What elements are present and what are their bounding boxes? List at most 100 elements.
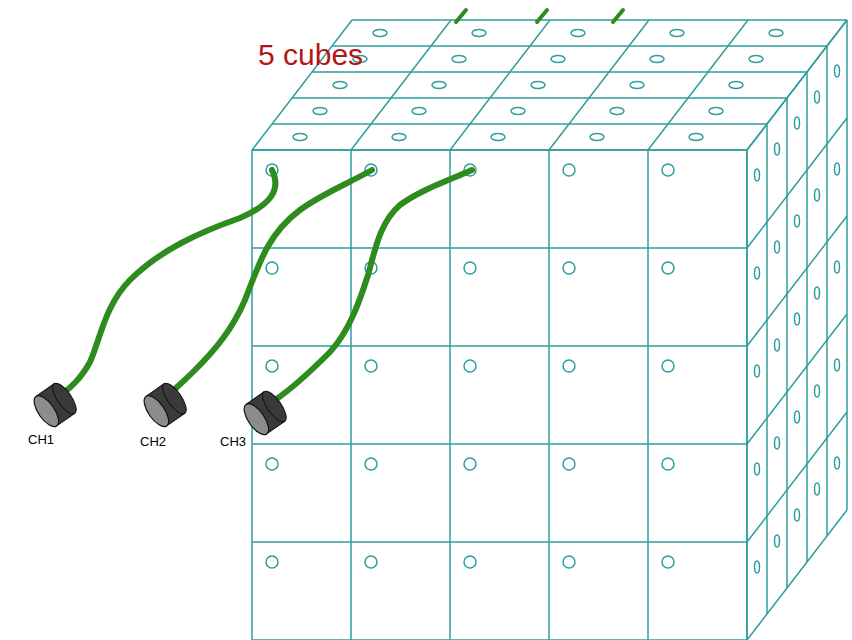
cube-edge	[252, 247, 747, 249]
fiber-hole	[815, 483, 820, 495]
photodetector	[29, 380, 80, 431]
cube-edge	[449, 150, 451, 640]
cube-edge	[747, 216, 847, 346]
fiber-hole	[563, 164, 575, 176]
fiber-hole	[563, 458, 575, 470]
cube-edge	[747, 314, 847, 444]
photodetector	[139, 380, 190, 431]
cube-edge	[747, 412, 847, 542]
fiber-hole	[563, 262, 575, 274]
fiber-hole	[670, 30, 684, 37]
fiber-hole	[266, 262, 278, 274]
fiber-hole	[689, 134, 703, 141]
channel-label: CH1	[28, 432, 54, 447]
fiber-hole	[266, 556, 278, 568]
fiber-hole	[815, 91, 820, 103]
fiber-hole	[563, 360, 575, 372]
cube-edge	[252, 149, 747, 151]
fiber-hole	[464, 360, 476, 372]
fiber-hole	[662, 556, 674, 568]
channel-label: CH2	[140, 434, 166, 449]
fiber-hole	[775, 143, 780, 155]
fiber-hole	[662, 262, 674, 274]
title-label: 5 cubes	[258, 38, 363, 72]
cube-edge	[332, 45, 827, 47]
cube-edge	[272, 123, 767, 125]
cube-edge	[252, 345, 747, 347]
wls-fibers	[62, 10, 623, 400]
fiber	[275, 170, 472, 400]
cube-edge	[450, 20, 550, 150]
cube-edge	[252, 149, 747, 151]
fiber	[62, 170, 275, 394]
cube-edge	[352, 19, 847, 21]
cube-edge	[548, 150, 550, 640]
cube-edge	[350, 150, 352, 640]
fiber-hole	[373, 30, 387, 37]
cube-edge	[252, 541, 747, 543]
fiber-hole	[590, 134, 604, 141]
fiber-hole	[775, 241, 780, 253]
photodetectors	[29, 380, 290, 439]
fiber-hole	[293, 134, 307, 141]
fiber-hole	[491, 134, 505, 141]
fiber-hole	[755, 463, 760, 475]
fiber-hole	[266, 360, 278, 372]
cube-edge	[292, 97, 787, 99]
fiber-hole	[835, 359, 840, 371]
cube-edge	[806, 72, 808, 562]
fiber-hole	[365, 360, 377, 372]
cube-edge	[252, 443, 747, 445]
cube-edge	[747, 20, 847, 150]
fiber-hole	[365, 458, 377, 470]
fiber-hole	[815, 385, 820, 397]
fiber-hole	[333, 82, 347, 89]
fiber-hole	[709, 108, 723, 115]
fiber-holes	[266, 30, 840, 574]
fiber-hole	[755, 267, 760, 279]
fiber-hole	[464, 458, 476, 470]
fiber-hole	[835, 457, 840, 469]
cube-edge	[251, 150, 253, 640]
cube-edge	[747, 510, 847, 640]
photodetector	[239, 388, 290, 439]
fiber-hole	[795, 313, 800, 325]
cube-grid	[252, 20, 847, 640]
fiber-hole	[835, 65, 840, 77]
fiber-hole	[266, 458, 278, 470]
fiber-hole	[452, 56, 466, 63]
fiber-hole	[815, 287, 820, 299]
fiber-hole	[795, 411, 800, 423]
fiber-hole	[432, 82, 446, 89]
fiber-hole	[749, 56, 763, 63]
fiber-hole	[815, 189, 820, 201]
fiber-hole	[795, 117, 800, 129]
fiber-hole	[464, 262, 476, 274]
cube-edge	[549, 20, 649, 150]
cube-edge	[648, 20, 748, 150]
fiber-hole	[511, 108, 525, 115]
fiber-hole	[571, 30, 585, 37]
fiber-hole	[662, 164, 674, 176]
cube-edge	[351, 20, 451, 150]
pmt-face	[239, 400, 273, 439]
fiber-hole	[610, 108, 624, 115]
fiber-hole	[835, 163, 840, 175]
cube-edge	[746, 150, 748, 640]
fiber-hole	[662, 458, 674, 470]
fiber-hole	[755, 561, 760, 573]
pmt-face	[29, 392, 63, 431]
fiber-hole	[630, 82, 644, 89]
cube-edge	[647, 150, 649, 640]
cube-edge	[747, 118, 847, 248]
cube-edge	[766, 124, 768, 614]
cube-edge	[846, 20, 848, 510]
cube-edge	[826, 46, 828, 536]
fiber-end	[537, 10, 547, 22]
fiber-hole	[755, 169, 760, 181]
fiber-hole	[392, 134, 406, 141]
pmt-face	[139, 392, 173, 431]
fiber-hole	[313, 108, 327, 115]
